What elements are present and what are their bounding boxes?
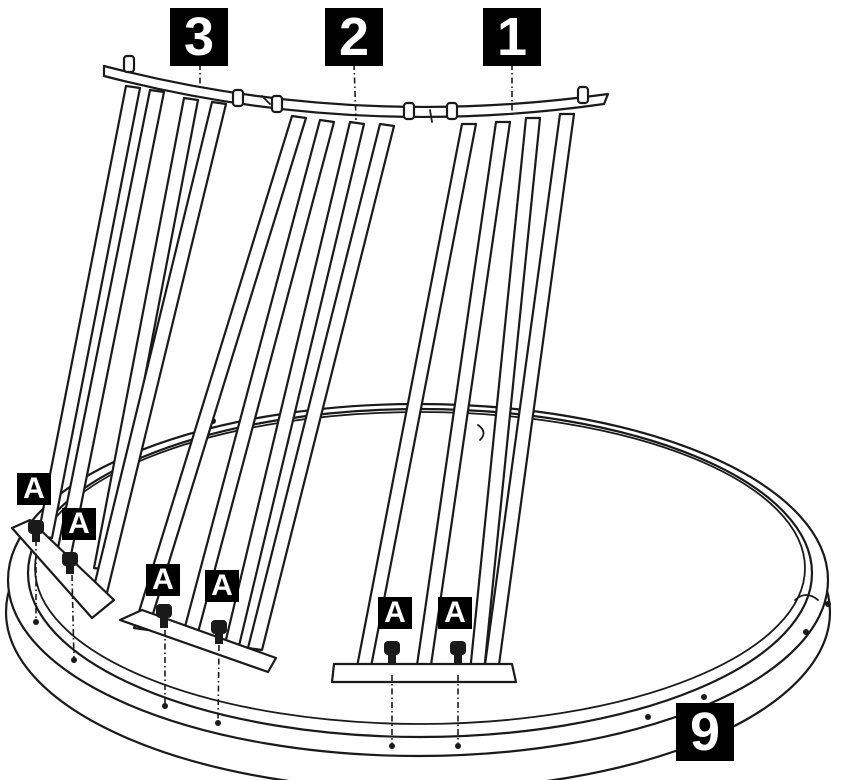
rail-pin (122, 54, 136, 74)
bolt-label-a: A (205, 570, 239, 602)
rail-pin (445, 101, 459, 121)
bolt-label-a: A (62, 508, 96, 540)
leg-group-3 (10, 84, 228, 661)
base-ring-right-notch (794, 594, 819, 601)
leg-group-1 (330, 112, 576, 746)
foot-plate (330, 662, 518, 684)
base-ring-notch (477, 424, 485, 441)
bolt-axis-line (71, 574, 75, 661)
rail-pin (231, 88, 245, 108)
bolts (28, 520, 466, 665)
bolt-a (450, 641, 466, 665)
base-ring-hole (825, 601, 831, 607)
top-rail-joint (261, 95, 271, 105)
top-rail-pins (122, 54, 590, 121)
rail-pin (402, 101, 416, 121)
part-label-1: 1 (483, 8, 541, 66)
leg-tube (246, 122, 396, 652)
bolt-label-a: A (378, 597, 412, 629)
bolt-label-a: A (17, 473, 51, 505)
part-label-2: 2 (325, 8, 383, 66)
bolt-a (384, 641, 400, 665)
base-ring-hole (215, 720, 221, 726)
bolt-a (28, 520, 44, 542)
bolt-a (62, 552, 78, 574)
bolt-a (156, 604, 172, 628)
base-ring-hole (701, 694, 707, 700)
part-label-3: 3 (170, 8, 228, 66)
base-ring-hole (803, 629, 809, 635)
rail-pin (270, 94, 284, 114)
label-leader-2 (353, 63, 357, 121)
bolt-label-a: A (146, 564, 180, 596)
leg-group-2 (118, 114, 396, 724)
base-ring-hole (162, 703, 168, 709)
leg-tube (36, 84, 142, 540)
bolt-a (211, 620, 227, 644)
bolt-label-a: A (438, 597, 472, 629)
foot-plate (10, 518, 116, 620)
part-label-9: 9 (676, 703, 734, 761)
rail-pin (576, 85, 590, 105)
top-rail-joint (429, 109, 433, 123)
base-ring-hole (645, 714, 651, 720)
